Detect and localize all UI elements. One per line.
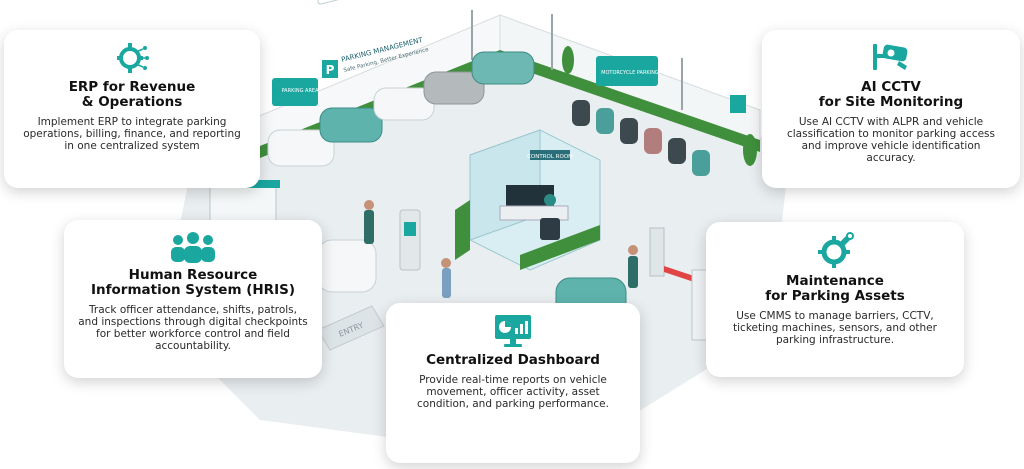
sign-control-room: CONTROL ROOM: [527, 154, 573, 160]
erp-title-line1: ERP for Revenue: [68, 79, 196, 95]
dashboard-title: Centralized Dashboard: [400, 353, 626, 368]
entry-road: ENTRY: [317, 305, 385, 351]
hris-title-line2: Information System (HRIS): [91, 282, 295, 298]
sign-motorcycle-parking: MOTORCYCLE PARKING: [601, 70, 659, 76]
parking-area-sign: PARKING AREA: [272, 78, 319, 106]
dashboard-title-line1: Centralized Dashboard: [426, 352, 600, 368]
maintenance-title: Maintenance for Parking Assets: [720, 274, 950, 304]
people-group-icon: [171, 232, 215, 263]
cctv-title-line1: AI CCTV: [861, 79, 921, 95]
dashboard-monitor-icon: [495, 315, 531, 347]
motorcycle-parking-sign: MOTORCYCLE PARKING: [596, 56, 659, 86]
control-room: CONTROL ROOM: [469, 129, 601, 271]
sign-p-letter: P: [326, 63, 335, 77]
erp-description: Implement ERP to integrate parking opera…: [23, 116, 241, 152]
erp-title: ERP for Revenue & Operations: [18, 80, 246, 110]
erp-card: ERP for Revenue & Operations Implement E…: [4, 30, 260, 188]
maintenance-description: Use CMMS to manage barriers, CCTV, ticke…: [733, 310, 937, 346]
cctv-description: Use AI CCTV with ALPR and vehicle classi…: [786, 116, 995, 164]
hris-card: Human Resource Information System (HRIS)…: [64, 220, 322, 378]
cctv-title-line2: for Site Monitoring: [818, 94, 964, 110]
hris-title-line1: Human Resource: [128, 267, 258, 283]
erp-title-line2: & Operations: [81, 94, 183, 110]
cctv-title: AI CCTV for Site Monitoring: [776, 80, 1006, 110]
wrench-gear-icon: [818, 232, 854, 268]
dashboard-description: Provide real-time reports on vehicle mov…: [417, 374, 609, 410]
cctv-camera-icon: [873, 44, 908, 70]
motorcycles: [572, 100, 710, 176]
gear-brain-icon: [117, 43, 149, 73]
cctv-card: AI CCTV for Site Monitoring Use AI CCTV …: [762, 30, 1020, 188]
parked-cars: [267, 51, 627, 319]
maintenance-card: Maintenance for Parking Assets Use CMMS …: [706, 222, 964, 377]
sign-parking-area: PARKING AREA: [281, 88, 319, 94]
maintenance-title-line1: Maintenance: [786, 273, 884, 289]
hris-description: Track officer attendance, shifts, patrol…: [78, 304, 308, 352]
dashboard-card: Centralized Dashboard Provide real-time …: [386, 303, 640, 463]
ticket-kiosk: [399, 209, 421, 271]
hris-title: Human Resource Information System (HRIS): [78, 268, 308, 298]
p-sign-post: [730, 95, 746, 113]
maintenance-title-line2: for Parking Assets: [765, 288, 905, 304]
officers: [364, 200, 638, 298]
